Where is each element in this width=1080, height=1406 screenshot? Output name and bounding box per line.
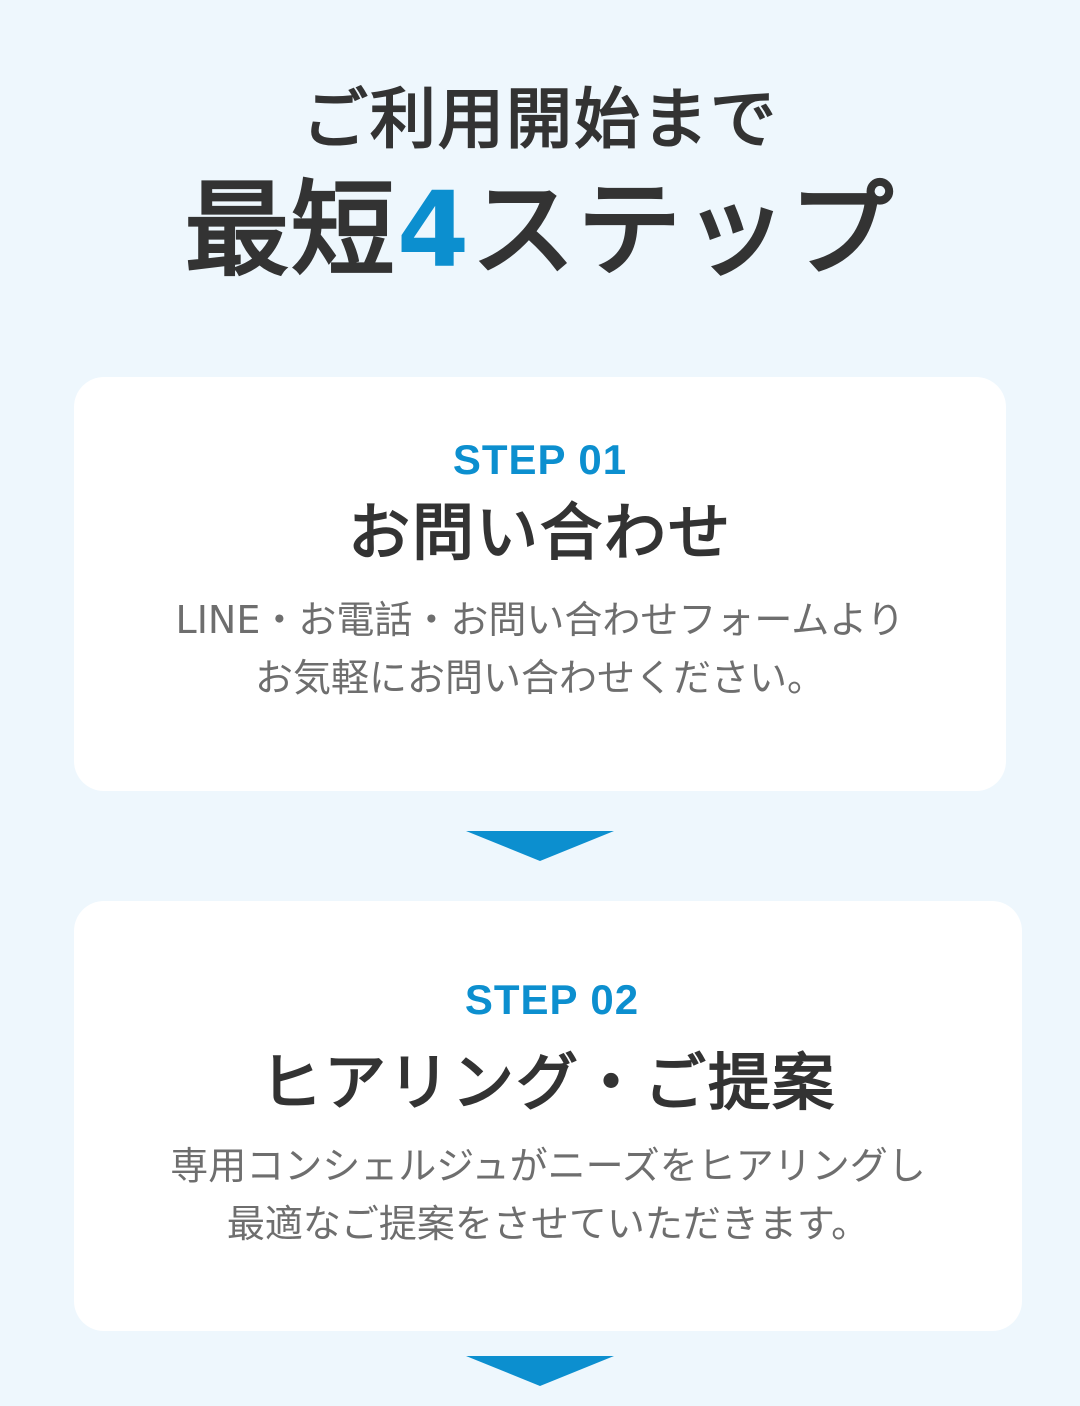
title-step-count: 4 bbox=[396, 169, 472, 291]
step-description: LINE・お電話・お問い合わせフォームより お気軽にお問い合わせください。 bbox=[74, 591, 1006, 707]
step-label: STEP 02 bbox=[464, 976, 640, 1023]
page-subtitle: ご利用開始まで bbox=[302, 81, 778, 158]
step-description-line: お気軽にお問い合わせください。 bbox=[254, 656, 825, 700]
down-triangle-icon bbox=[466, 831, 614, 861]
step-description-line: 専用コンシェルジュがニーズをヒアリングし bbox=[170, 1144, 926, 1188]
step-label: STEP 01 bbox=[452, 436, 628, 483]
down-triangle-icon bbox=[466, 1356, 614, 1386]
step-description-line: 最適なご提案をさせていただきます。 bbox=[226, 1202, 870, 1246]
step-title: お問い合わせ bbox=[347, 496, 732, 569]
step-card-2: STEP 02 ヒアリング・ご提案 専用コンシェルジュがニーズをヒアリングし 最… bbox=[74, 901, 1022, 1331]
step-description-line: LINE・お電話・お問い合わせフォームより bbox=[175, 598, 905, 642]
page-header: ご利用開始まで 最短4ステップ bbox=[0, 80, 1080, 290]
step-title: ヒアリング・ご提案 bbox=[259, 1046, 836, 1119]
title-suffix: ステップ bbox=[471, 169, 896, 291]
page-title: 最短4ステップ bbox=[0, 170, 1080, 290]
step-card-1: STEP 01 お問い合わせ LINE・お電話・お問い合わせフォームより お気軽… bbox=[74, 377, 1006, 791]
step-description: 専用コンシェルジュがニーズをヒアリングし 最適なご提案をさせていただきます。 bbox=[74, 1137, 1022, 1253]
title-prefix: 最短 bbox=[184, 169, 397, 291]
